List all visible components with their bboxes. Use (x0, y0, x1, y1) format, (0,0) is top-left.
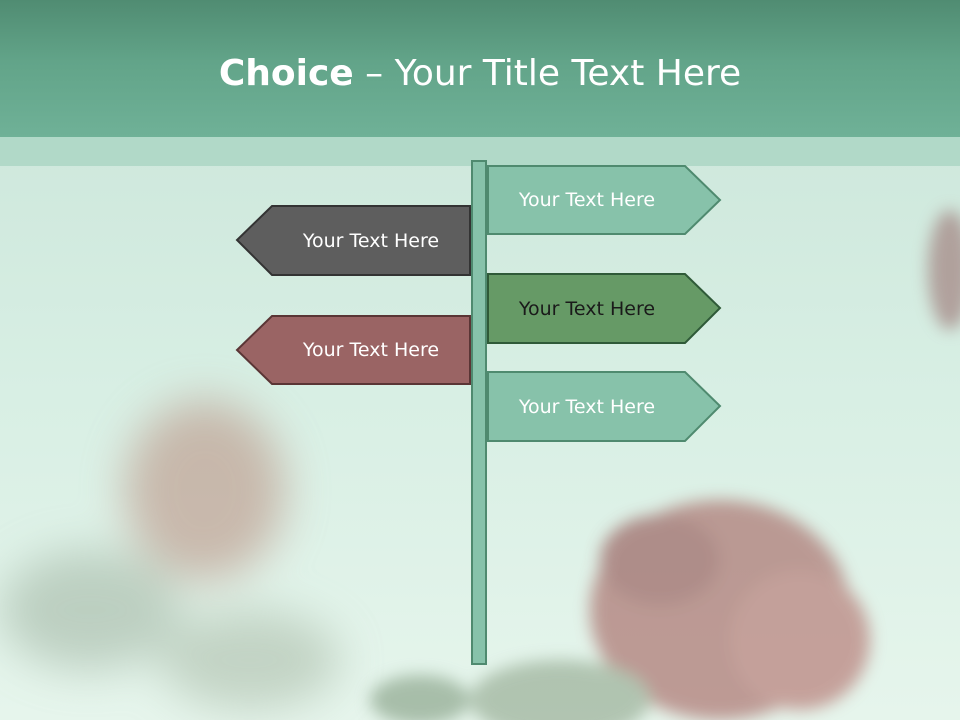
sign-right-2[interactable]: Your Text Here (487, 273, 723, 344)
sign-right-1-shape (487, 165, 722, 235)
sign-right-3[interactable]: Your Text Here (487, 371, 723, 442)
title-header-bar (0, 0, 960, 137)
sign-left-2-label: Your Text Here (302, 339, 440, 361)
sign-left-1-label: Your Text Here (302, 229, 440, 252)
sign-left-1[interactable]: Your Text Here (235, 205, 471, 276)
sign-right-1-label: Your Text Here (518, 189, 656, 211)
signpost-pole (471, 160, 487, 665)
title-rest-part: – Your Title Text Here (353, 53, 742, 94)
sign-left-2[interactable]: Your Text Here (235, 315, 471, 385)
sign-right-2-shape (487, 273, 722, 344)
sign-left-2-shape (235, 315, 471, 385)
sign-right-3-label: Your Text Here (518, 395, 656, 418)
sign-left-1-shape (235, 205, 471, 276)
sign-right-2-label: Your Text Here (518, 297, 656, 320)
title-bold-part: Choice (218, 53, 354, 94)
sign-right-3-shape (487, 371, 722, 442)
slide-title[interactable]: Choice – Your Title Text Here (0, 52, 960, 96)
sign-right-1[interactable]: Your Text Here (487, 165, 723, 235)
